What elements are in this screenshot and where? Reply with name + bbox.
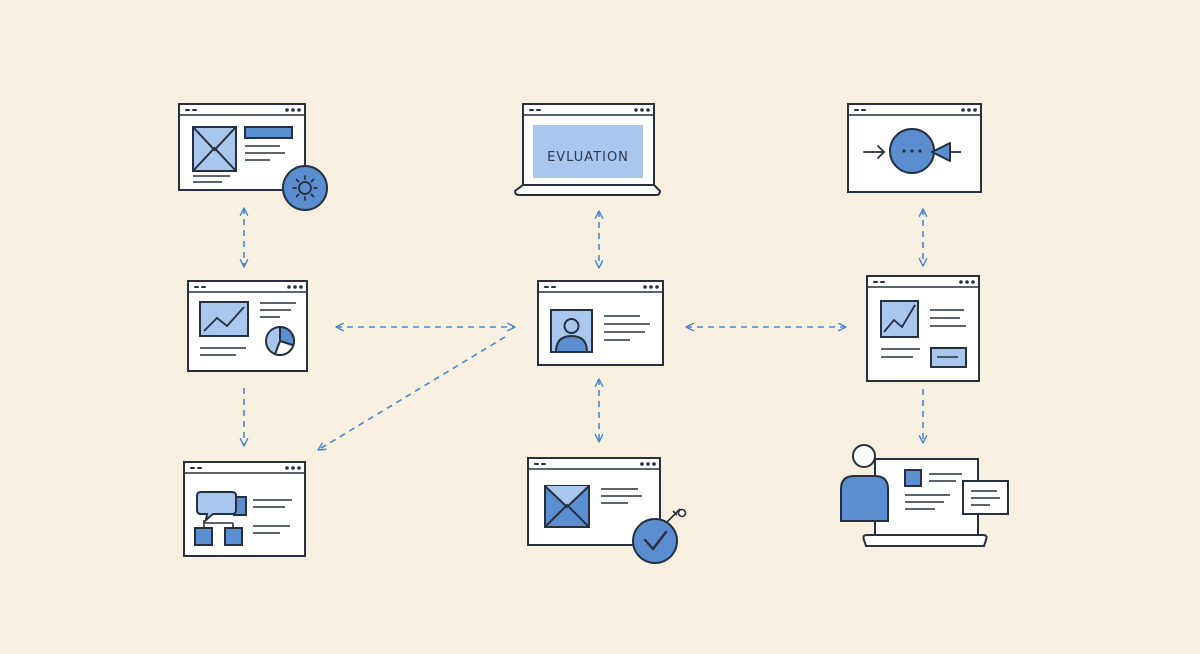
line-chart-icon xyxy=(880,300,919,338)
evaluation-laptop: EVLUATION xyxy=(513,103,662,196)
pie-chart-icon xyxy=(265,325,295,356)
laptop-icon xyxy=(862,458,988,547)
speech-bubble-icon xyxy=(196,491,237,523)
envelope-icon xyxy=(544,485,590,528)
flowchart-window xyxy=(183,461,306,557)
email-approved-window xyxy=(527,457,687,564)
connectors xyxy=(239,207,928,451)
email-settings-window xyxy=(178,103,328,211)
presenter-laptop xyxy=(840,444,1009,547)
flowchart-icon xyxy=(194,491,247,546)
arrow-right-icon xyxy=(863,145,885,159)
profile-window xyxy=(537,280,664,366)
connector-profile-to-flowchart xyxy=(317,336,506,451)
process-window xyxy=(847,103,982,193)
gear-icon xyxy=(282,165,328,211)
laptop-icon xyxy=(513,184,662,196)
user-icon xyxy=(550,309,593,353)
analytics-window xyxy=(187,280,308,372)
person-icon xyxy=(840,444,889,522)
chat-card-icon xyxy=(962,480,1009,515)
line-chart-icon xyxy=(199,301,249,337)
arrow-left-icon xyxy=(931,142,961,162)
checkmark-badge-icon xyxy=(632,508,687,564)
evaluation-label: EVLUATION xyxy=(547,150,629,165)
envelope-icon xyxy=(192,126,237,172)
report-window xyxy=(866,275,980,382)
